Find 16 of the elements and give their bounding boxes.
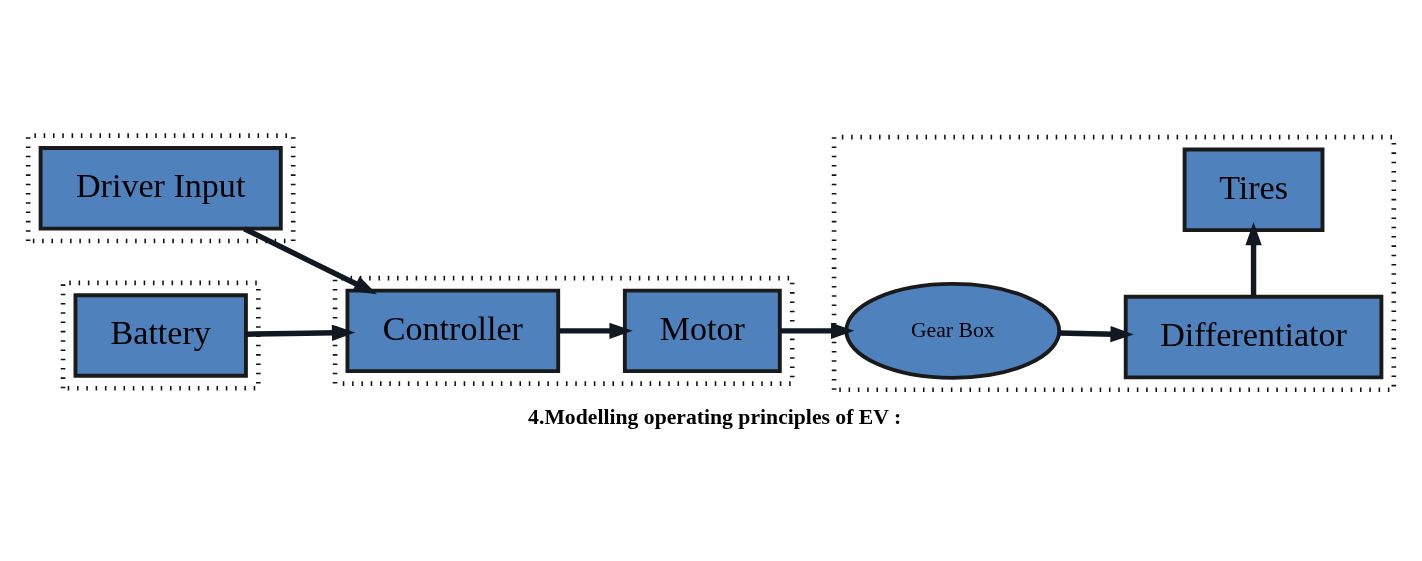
arrow: [780, 322, 855, 340]
arrow: [246, 324, 356, 341]
cluster: [60, 280, 261, 391]
node-box: Differentiator: [1123, 294, 1384, 380]
arrow: [1245, 221, 1262, 297]
arrow: [1059, 325, 1134, 343]
cluster: [25, 133, 296, 244]
node-box: Tires: [1182, 147, 1325, 233]
caption: 4.Modelling operating principles of EV :: [528, 405, 902, 430]
arrow: [243, 226, 377, 295]
node-box: Motor: [622, 288, 782, 374]
node-box: Battery: [73, 293, 248, 378]
node-box: Driver Input: [38, 146, 283, 231]
node-box: Controller: [345, 288, 561, 374]
arrow: [558, 322, 633, 340]
node-ellipse: Gear Box: [844, 281, 1062, 380]
